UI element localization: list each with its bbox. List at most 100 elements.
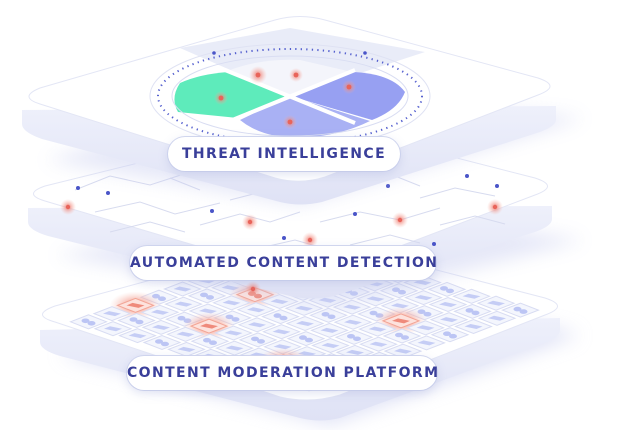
content-tile bbox=[262, 324, 301, 340]
threat-dot bbox=[218, 95, 224, 101]
signal-dot bbox=[282, 236, 286, 240]
content-bar-icon bbox=[248, 322, 266, 328]
content-tile bbox=[333, 314, 373, 330]
content-bar-icon bbox=[128, 333, 147, 339]
user-avatar-icon bbox=[158, 296, 166, 301]
content-tile bbox=[334, 329, 374, 345]
content-tile bbox=[454, 318, 493, 335]
content-tile bbox=[311, 337, 350, 354]
user-avatar-icon bbox=[299, 335, 307, 340]
user-avatar-icon bbox=[327, 314, 336, 320]
user-avatar-icon bbox=[87, 321, 96, 326]
content-tile bbox=[501, 302, 540, 318]
content-tile bbox=[477, 310, 517, 326]
signal-dot bbox=[353, 212, 357, 216]
user-avatar-icon bbox=[347, 334, 355, 339]
content-bar-icon bbox=[295, 305, 313, 311]
content-bar-icon bbox=[177, 346, 196, 352]
content-bar-icon bbox=[321, 343, 340, 348]
content-tile bbox=[187, 288, 227, 304]
content-tile bbox=[163, 281, 202, 297]
content-bar-icon bbox=[225, 345, 244, 351]
user-avatar-icon bbox=[209, 340, 217, 345]
user-avatar-icon bbox=[321, 312, 330, 317]
alert-dot bbox=[250, 286, 256, 292]
user-avatar-icon bbox=[398, 289, 406, 295]
sector-blue-bottom bbox=[240, 96, 370, 138]
user-avatar-icon bbox=[200, 292, 208, 298]
user-avatar-icon bbox=[135, 319, 144, 325]
content-tile bbox=[310, 322, 349, 338]
alert-dot bbox=[307, 237, 313, 243]
signal-dot bbox=[495, 184, 499, 188]
content-bar-icon bbox=[440, 317, 458, 323]
user-avatar-icon bbox=[177, 315, 186, 321]
content-bar-icon bbox=[247, 307, 265, 313]
content-tile bbox=[164, 296, 203, 312]
user-avatar-icon bbox=[465, 308, 474, 313]
alert-dot bbox=[247, 219, 253, 225]
user-avatar-icon bbox=[273, 313, 282, 318]
content-bar-icon bbox=[394, 348, 412, 354]
content-bar-icon bbox=[366, 296, 385, 302]
user-avatar-icon bbox=[155, 339, 163, 344]
content-bar-icon bbox=[176, 331, 195, 337]
content-tile bbox=[382, 328, 422, 344]
user-avatar-icon bbox=[395, 332, 403, 338]
content-bar-icon bbox=[346, 349, 364, 355]
content-bar-icon bbox=[343, 304, 361, 310]
content-tile bbox=[452, 288, 491, 304]
content-tile bbox=[212, 295, 251, 311]
content-bar-icon bbox=[200, 323, 218, 329]
alert-dot bbox=[492, 204, 498, 210]
content-tile bbox=[407, 335, 446, 351]
radar-inner-ring bbox=[171, 55, 409, 137]
user-avatar-icon bbox=[81, 318, 90, 324]
content-tile bbox=[118, 328, 157, 344]
content-tile bbox=[428, 296, 468, 313]
alert-dot bbox=[65, 204, 71, 210]
content-tile bbox=[215, 340, 254, 356]
user-avatar-icon bbox=[446, 288, 454, 294]
content-tile bbox=[261, 309, 300, 325]
content-bar-icon bbox=[320, 327, 339, 333]
content-tile bbox=[238, 332, 278, 348]
user-avatar-icon bbox=[251, 336, 259, 342]
user-avatar-icon bbox=[513, 306, 522, 312]
content-bar-icon bbox=[417, 340, 436, 346]
content-tile bbox=[332, 299, 372, 315]
user-avatar-icon bbox=[257, 339, 265, 344]
content-bar-icon bbox=[222, 300, 241, 306]
content-bar-icon bbox=[369, 341, 388, 347]
user-avatar-icon bbox=[440, 286, 448, 291]
threat-dot bbox=[293, 72, 299, 78]
content-tile bbox=[190, 333, 230, 349]
user-avatar-icon bbox=[423, 311, 432, 317]
content-tile bbox=[92, 306, 132, 322]
content-tile bbox=[383, 343, 423, 359]
content-tile bbox=[404, 290, 443, 306]
user-avatar-icon bbox=[206, 295, 214, 300]
content-bar-icon bbox=[174, 301, 193, 307]
signal-dot bbox=[432, 242, 436, 246]
content-tile bbox=[358, 321, 397, 337]
content-bar-icon bbox=[488, 315, 506, 321]
content-bar-icon bbox=[462, 293, 481, 299]
content-tile bbox=[140, 304, 180, 320]
content-bar-icon bbox=[104, 326, 122, 332]
user-avatar-icon bbox=[305, 337, 313, 343]
threat-dot bbox=[287, 119, 293, 125]
automated-content-detection-label: AUTOMATED CONTENT DETECTION bbox=[130, 246, 437, 280]
content-bar-icon bbox=[151, 309, 169, 315]
user-avatar-icon bbox=[231, 317, 240, 322]
sector-blue-right bbox=[290, 72, 405, 120]
signal-dot bbox=[212, 51, 216, 55]
user-avatar-icon bbox=[449, 333, 457, 339]
content-tile bbox=[335, 344, 375, 360]
content-tile bbox=[141, 319, 181, 335]
threat-dot bbox=[346, 84, 352, 90]
content-tile bbox=[476, 295, 516, 311]
content-bar-icon bbox=[173, 286, 192, 292]
content-bar-icon bbox=[439, 302, 457, 307]
